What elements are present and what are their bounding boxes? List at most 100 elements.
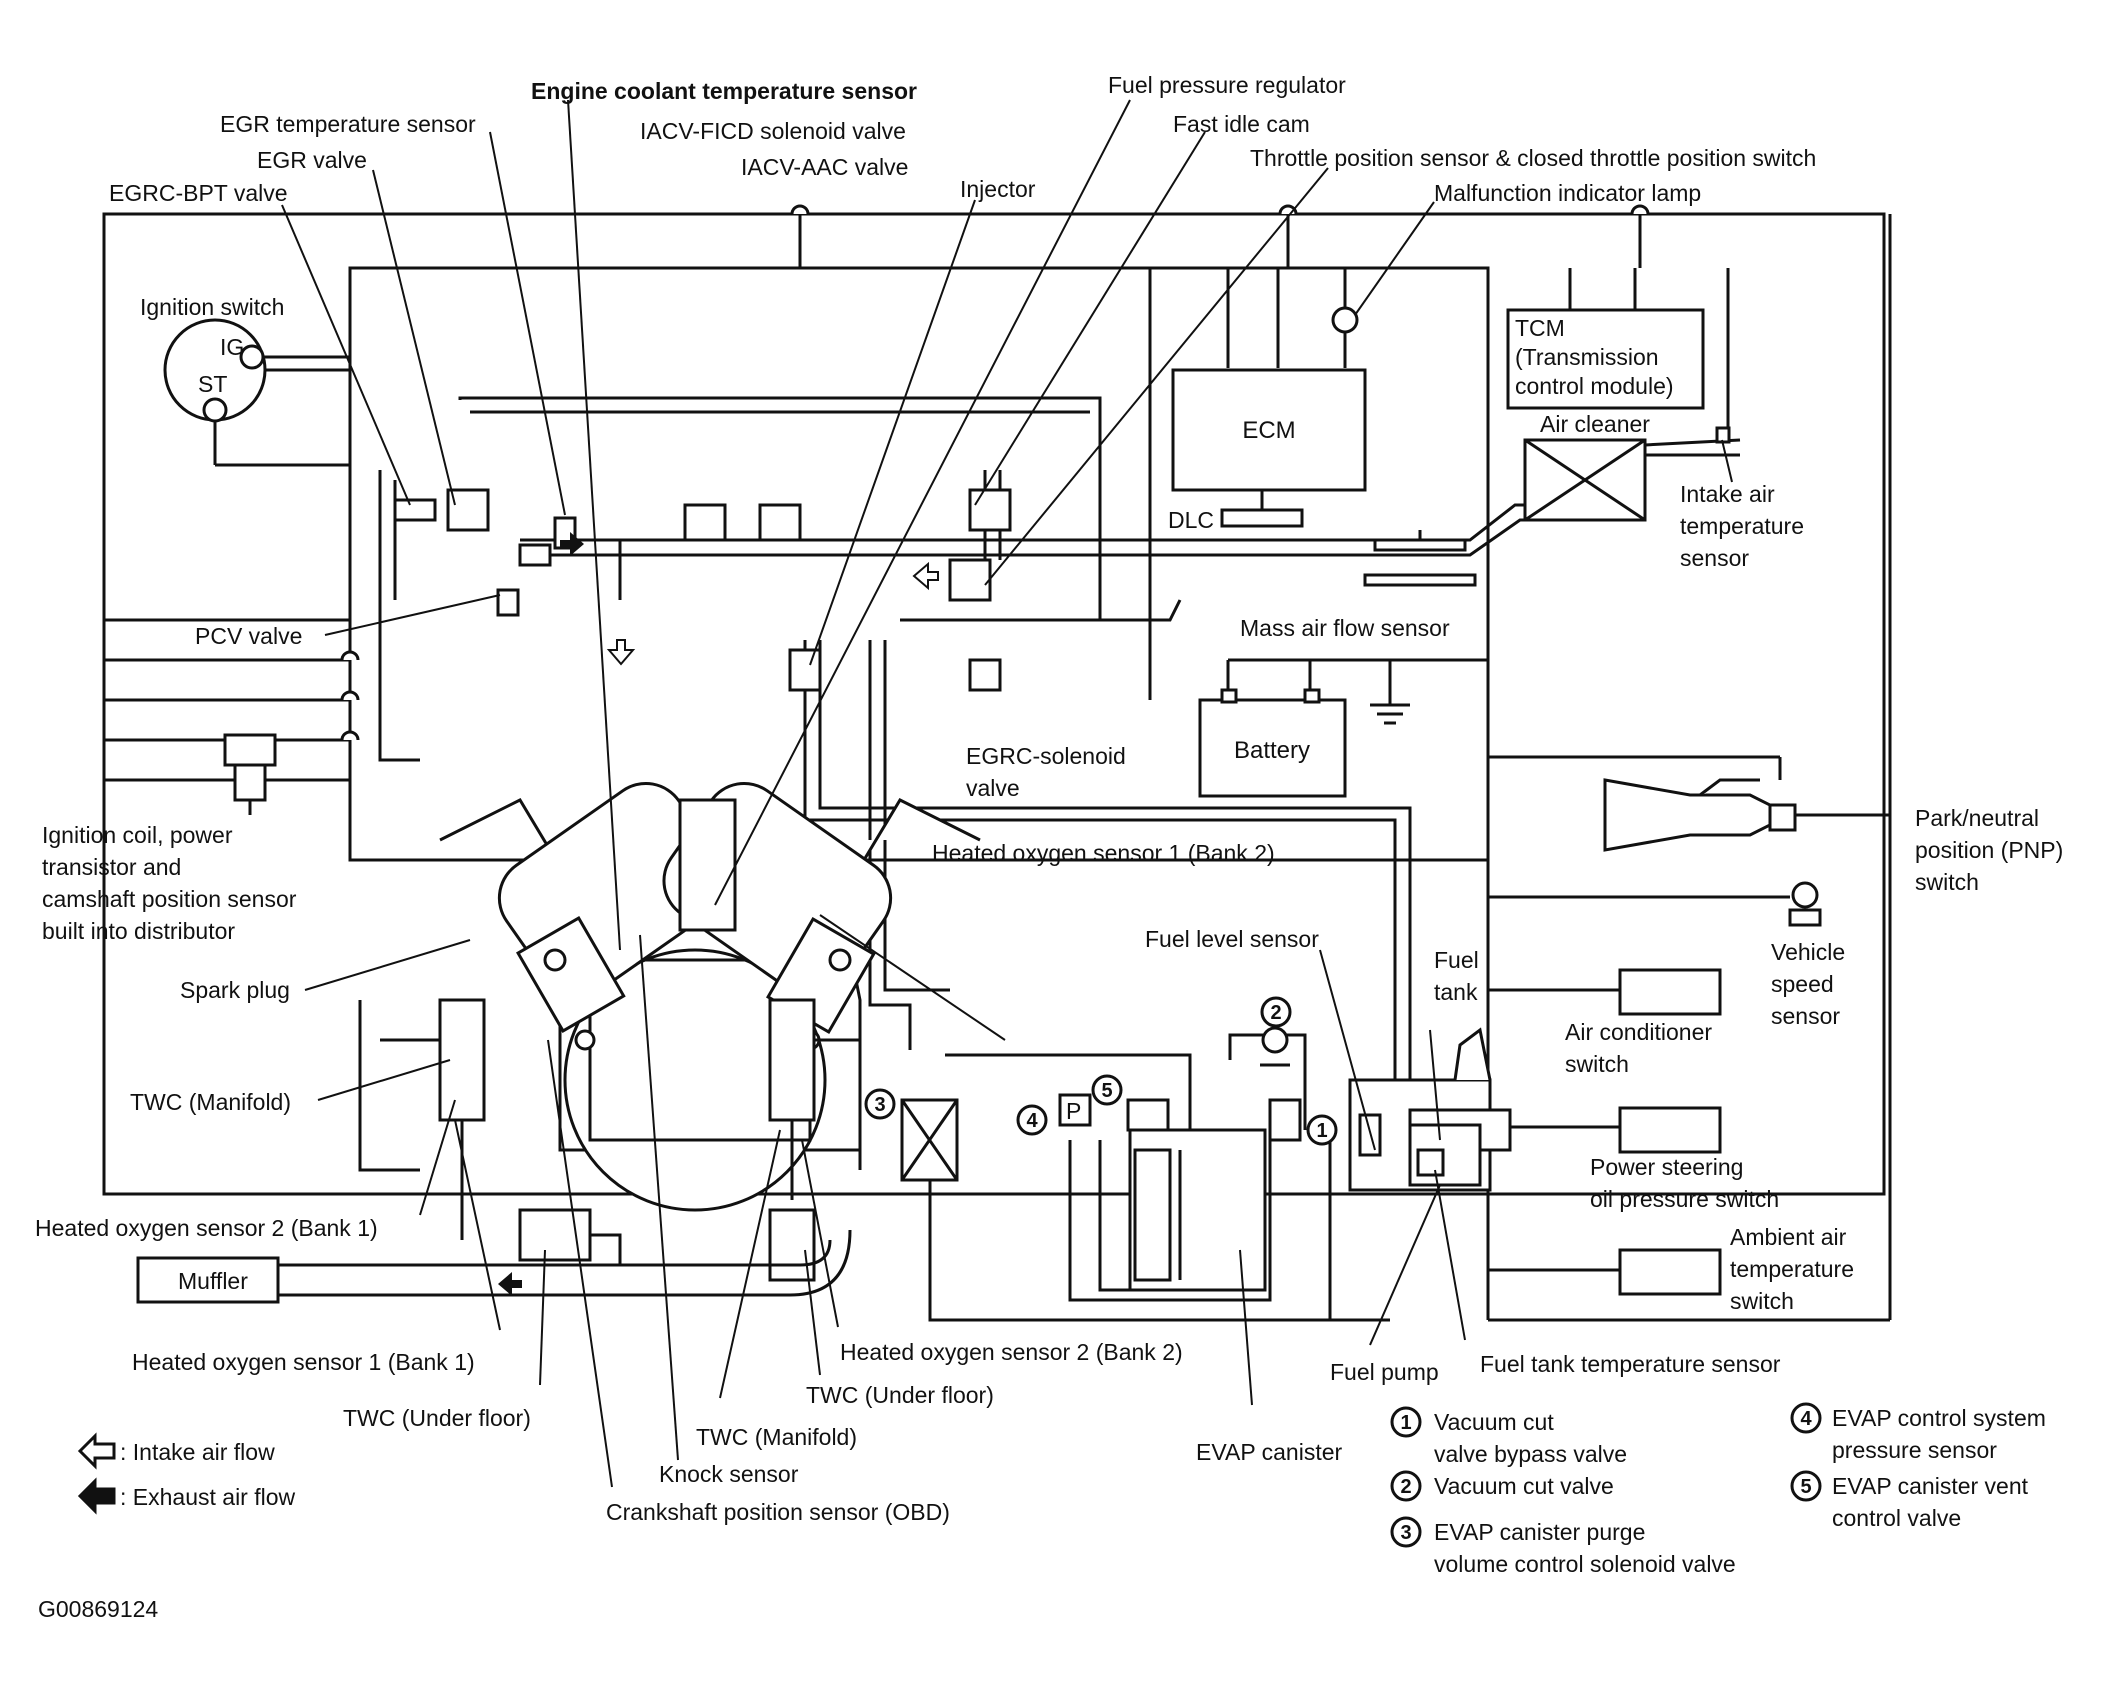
pnp-switch <box>1603 778 1890 852</box>
svg-text:1: 1 <box>1316 1120 1327 1142</box>
label-fuel-pump: Fuel pump <box>1330 1359 1439 1385</box>
evap-system <box>900 1026 1512 1292</box>
svg-text:3: 3 <box>1400 1522 1411 1544</box>
pressure-sensor-box <box>1058 1093 1092 1127</box>
legend-1-line-1: Vacuum cut <box>1434 1409 1554 1435</box>
label-fuel-tank-temperature-sensor: Fuel tank temperature sensor <box>1480 1351 1781 1377</box>
legend-intake-air-flow: : Intake air flow <box>120 1439 275 1465</box>
leader-lines <box>281 99 1733 1488</box>
number-legend: 1 Vacuum cut valve bypass valve 2 Vacuum… <box>1390 1402 2046 1577</box>
legend-5-line-1: EVAP canister vent <box>1832 1473 2029 1499</box>
label-spark-plug: Spark plug <box>180 977 290 1003</box>
label-ambient-air-3: switch <box>1730 1288 1794 1314</box>
label-heated-o2-sensor-1-bank-2: Heated oxygen sensor 1 (Bank 2) <box>932 840 1275 866</box>
tcm-label-2: (Transmission <box>1515 344 1659 370</box>
label-vehicle-speed-3: sensor <box>1771 1003 1840 1029</box>
tcm-box <box>1506 308 1705 410</box>
component-labels: Engine coolant temperature sensor Fuel p… <box>35 72 2063 1525</box>
label-intake-air-temp-1: Intake air <box>1680 481 1775 507</box>
vehicle-speed-sensor <box>1788 881 1822 927</box>
label-p-symbol: P <box>1066 1098 1081 1124</box>
svg-text:5: 5 <box>1101 1080 1112 1102</box>
label-vehicle-speed-1: Vehicle <box>1771 939 1845 965</box>
label-pnp-switch-2: position (PNP) <box>1915 837 2063 863</box>
label-fuel-tank-1: Fuel <box>1434 947 1479 973</box>
legend-4-line-1: EVAP control system <box>1832 1405 2046 1431</box>
label-ignition-switch: Ignition switch <box>140 294 284 320</box>
ignition-coil-distributor <box>223 733 277 815</box>
svg-text:4: 4 <box>1800 1408 1812 1430</box>
label-egrc-solenoid-valve-2: valve <box>966 775 1020 801</box>
st-label: ST <box>198 371 227 397</box>
label-egr-temperature-sensor: EGR temperature sensor <box>220 111 476 137</box>
figure-id: G00869124 <box>38 1596 158 1622</box>
ac-switch-box <box>1618 968 1722 1016</box>
legend-item-1: 1 Vacuum cut valve bypass valve <box>1390 1406 1627 1467</box>
callout-3: 3 <box>864 1088 896 1120</box>
diagram-number-callouts: 3 4 5 2 1 <box>864 996 1338 1146</box>
legend-1-line-2: valve bypass valve <box>1434 1441 1627 1467</box>
label-egr-valve: EGR valve <box>257 147 367 173</box>
label-twc-manifold-right: TWC (Manifold) <box>696 1424 857 1450</box>
svg-text:3: 3 <box>874 1094 885 1116</box>
label-intake-air-temp-3: sensor <box>1680 545 1749 571</box>
svg-text:5: 5 <box>1800 1476 1811 1498</box>
label-ambient-air-2: temperature <box>1730 1256 1854 1282</box>
label-evap-canister: EVAP canister <box>1196 1439 1343 1465</box>
battery-label: Battery <box>1234 737 1310 764</box>
callout-1: 1 <box>1306 1114 1338 1146</box>
battery-box: Battery <box>1198 688 1347 798</box>
label-power-steering-2: oil pressure switch <box>1590 1186 1779 1212</box>
exhaust-air-flow-arrow-icon <box>77 1477 116 1515</box>
flow-legend: : Intake air flow : Exhaust air flow <box>77 1432 296 1515</box>
dlc-label: DLC <box>1168 507 1214 533</box>
legend-3-line-2: volume control solenoid valve <box>1434 1551 1736 1577</box>
label-pnp-switch-3: switch <box>1915 869 1979 895</box>
svg-text:4: 4 <box>1026 1110 1038 1132</box>
intake-air-flow-arrow-icon <box>77 1432 116 1470</box>
label-pnp-switch-1: Park/neutral <box>1915 805 2039 831</box>
svg-text:2: 2 <box>1400 1476 1411 1498</box>
exhaust-system <box>136 998 862 1304</box>
callout-4: 4 <box>1016 1104 1048 1136</box>
intake-valves <box>393 488 1012 692</box>
label-twc-under-floor-left: TWC (Under floor) <box>343 1405 531 1431</box>
label-pcv-valve: PCV valve <box>195 623 302 649</box>
air-cleaner <box>1523 426 1741 522</box>
label-twc-under-floor-right: TWC (Under floor) <box>806 1382 994 1408</box>
label-iacv-ficd-solenoid-valve: IACV-FICD solenoid valve <box>640 118 906 144</box>
callout-2: 2 <box>1260 996 1292 1028</box>
legend-5-line-2: control valve <box>1832 1505 1961 1531</box>
legend-item-2: 2 Vacuum cut valve <box>1390 1470 1614 1502</box>
label-vehicle-speed-2: speed <box>1771 971 1834 997</box>
svg-text:1: 1 <box>1400 1412 1411 1434</box>
tcm-label-1: TCM <box>1515 315 1565 341</box>
label-ignition-coil-3: camshaft position sensor <box>42 886 297 912</box>
engine-block <box>439 781 981 1212</box>
intake-hoses <box>378 396 1580 1322</box>
legend-item-5: 5 EVAP canister vent control valve <box>1790 1470 2029 1531</box>
label-malfunction-indicator-lamp: Malfunction indicator lamp <box>1434 180 1701 206</box>
muffler-box <box>136 1256 280 1304</box>
label-injector: Injector <box>960 176 1036 202</box>
power-steering-switch-box <box>1618 1106 1722 1154</box>
label-muffler: Muffler <box>178 1268 248 1294</box>
label-crankshaft-position-sensor: Crankshaft position sensor (OBD) <box>606 1499 950 1525</box>
label-egrc-solenoid-valve-1: EGRC-solenoid <box>966 743 1126 769</box>
label-ac-switch-1: Air conditioner <box>1565 1019 1712 1045</box>
ig-label: IG <box>220 334 244 360</box>
label-engine-coolant-temperature-sensor: Engine coolant temperature sensor <box>531 78 917 104</box>
legend-4-line-2: pressure sensor <box>1832 1437 1997 1463</box>
diagram-flow-arrows <box>498 532 939 1296</box>
malfunction-indicator-lamp <box>1331 306 1359 334</box>
legend-exhaust-air-flow: : Exhaust air flow <box>120 1484 296 1510</box>
label-fuel-tank-2: tank <box>1434 979 1478 1005</box>
label-twc-manifold-left: TWC (Manifold) <box>130 1089 291 1115</box>
legend-3-line-1: EVAP canister purge <box>1434 1519 1645 1545</box>
label-mass-air-flow-sensor: Mass air flow sensor <box>1240 615 1450 641</box>
label-power-steering-1: Power steering <box>1590 1154 1743 1180</box>
ambient-air-switch-box <box>1618 1248 1722 1296</box>
label-iacv-aac-valve: IACV-AAC valve <box>741 154 908 180</box>
label-heated-o2-sensor-2-bank-2: Heated oxygen sensor 2 (Bank 2) <box>840 1339 1183 1365</box>
